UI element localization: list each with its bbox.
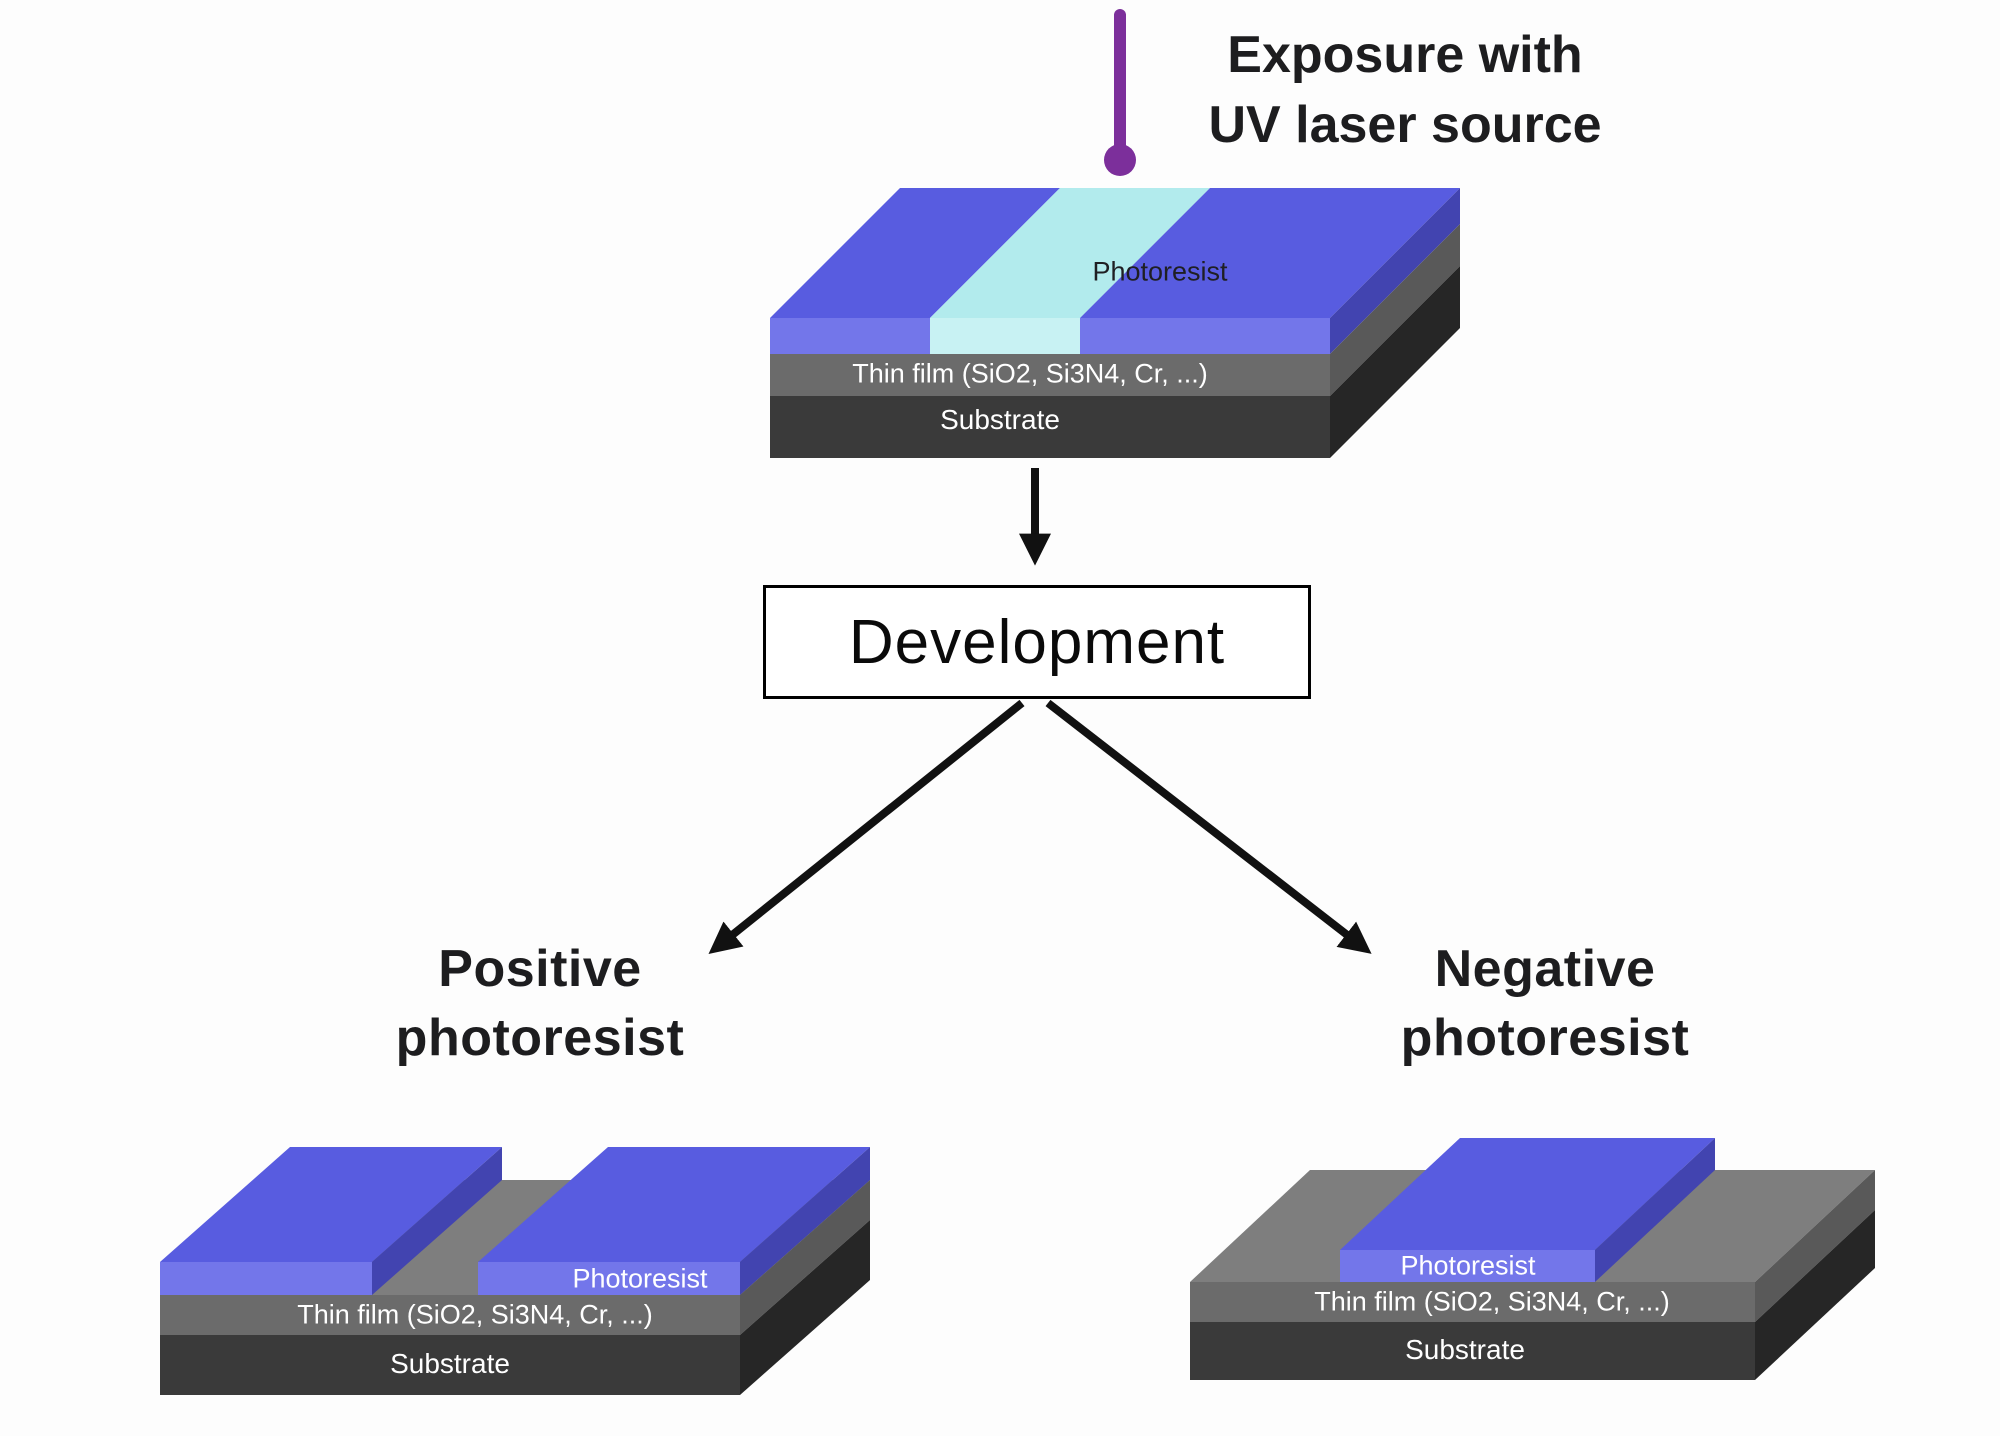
positive-stack-thin-film-front (160, 1295, 740, 1335)
positive-stack (160, 1147, 870, 1395)
positive-heading: Positive photoresist (395, 940, 685, 1067)
negative-stack-thin-film-front (1190, 1282, 1755, 1322)
negative-stack-photoresist-front (1340, 1250, 1595, 1282)
exposed-stack-thin-film-front (770, 354, 1330, 396)
negative-substrate-label: Substrate (1405, 1334, 1525, 1365)
negative-stack-substrate-front (1190, 1322, 1755, 1380)
negative-heading: Negative photoresist (1400, 940, 1690, 1067)
exposed-stack-substrate-side (1330, 266, 1460, 458)
negative-stack-photoresist-side (1595, 1138, 1715, 1282)
exposed-substrate-label: Substrate (940, 404, 1060, 435)
positive-stack-substrate-side (740, 1220, 870, 1395)
uv-laser (1104, 9, 1136, 176)
exposed-stack-photoresist-top-left (770, 188, 1060, 318)
exposed-stack-exposed-region-front (930, 318, 1080, 354)
exposed-stack-photoresist-side (1330, 188, 1460, 354)
negative-stack (1190, 1138, 1875, 1380)
exposed-stack-photoresist-front-right (1080, 318, 1330, 354)
positive-stack-photoresist-left-top (160, 1147, 502, 1262)
positive-stack-photoresist-right-top (478, 1147, 870, 1262)
positive-stack-thin-film-side (740, 1180, 870, 1335)
exposure-label: Exposure with UV laser source (1208, 26, 1602, 155)
negative-stack-photoresist-top (1340, 1138, 1715, 1250)
positive-photoresist-label: Photoresist (572, 1263, 708, 1294)
negative-stack-substrate-side (1755, 1210, 1875, 1380)
positive-stack-photoresist-left-side (372, 1147, 502, 1295)
exposed-stack (770, 188, 1460, 458)
positive-stack-photoresist-right-side (740, 1147, 870, 1295)
exposed-thin-film-label: Thin film (SiO2, Si3N4, Cr, ...) (852, 358, 1208, 389)
development-box: Development (763, 585, 1311, 699)
exposed-stack-thin-film-side (1330, 224, 1460, 396)
exposed-stack-substrate-front (770, 396, 1330, 458)
development-label: Development (848, 607, 1226, 677)
arrow-to-negative (1045, 699, 1372, 954)
negative-stack-thin-film-side (1755, 1170, 1875, 1322)
arrow-to-positive (708, 699, 1025, 955)
positive-thin-film-label: Thin film (SiO2, Si3N4, Cr, ...) (297, 1299, 653, 1330)
positive-stack-photoresist-right-front (478, 1262, 740, 1295)
positive-stack-substrate-front (160, 1335, 740, 1395)
positive-stack-photoresist-left-front (160, 1262, 372, 1295)
exposed-stack-photoresist-front-left (770, 318, 930, 354)
uv-laser-dot (1104, 144, 1136, 176)
positive-substrate-label: Substrate (390, 1348, 510, 1379)
exposed-stack-photoresist-top-right (1080, 188, 1460, 318)
negative-thin-film-label: Thin film (SiO2, Si3N4, Cr, ...) (1314, 1286, 1670, 1317)
exposed-photoresist-label: Photoresist (1092, 256, 1228, 287)
negative-photoresist-label: Photoresist (1400, 1250, 1536, 1281)
exposed-stack-exposed-region-top (930, 188, 1210, 318)
